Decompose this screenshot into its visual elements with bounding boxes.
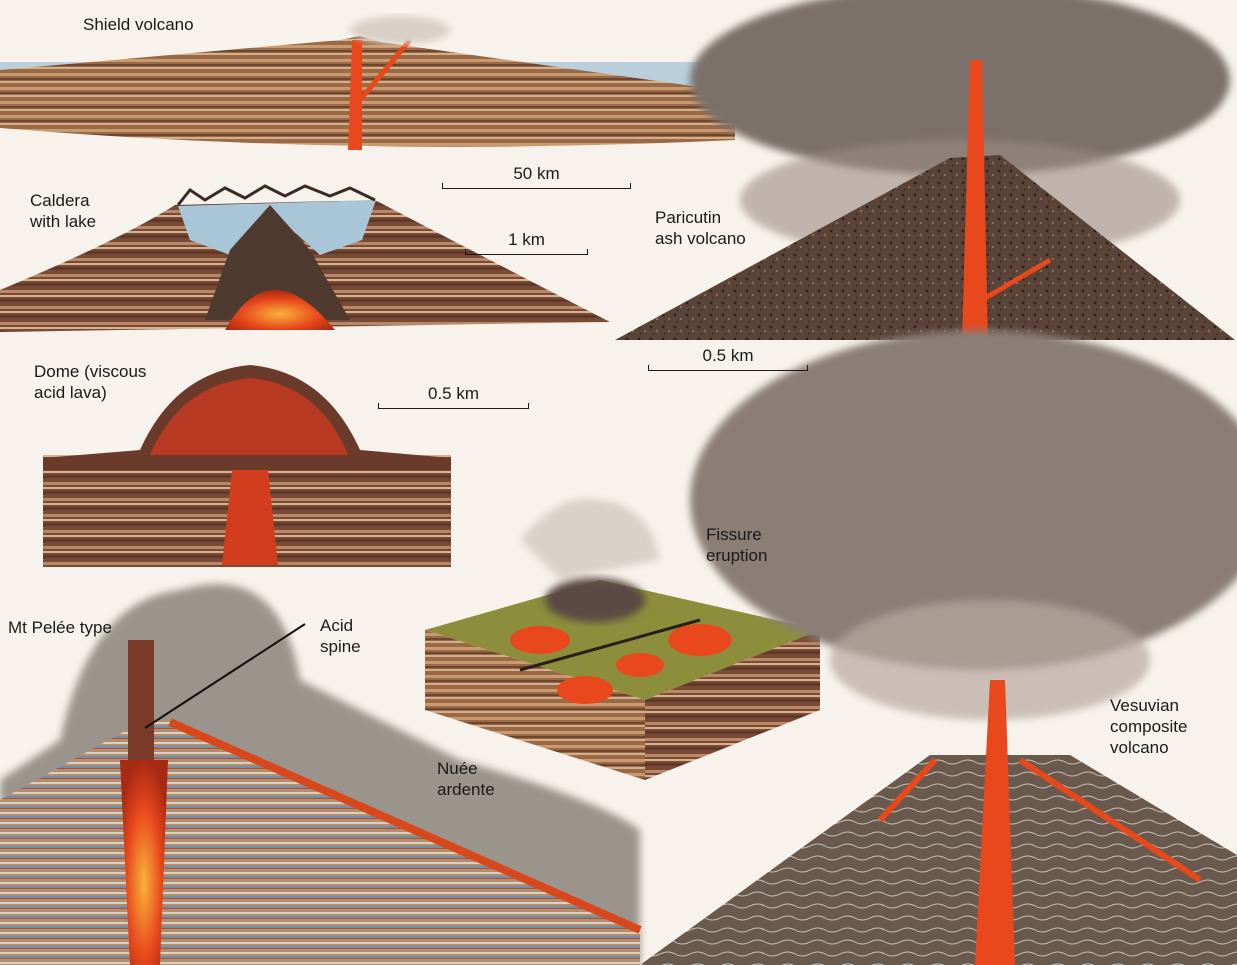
shield-volcano <box>0 16 735 150</box>
label-shield-volcano: Shield volcano <box>83 15 194 34</box>
scale-line-dome <box>378 403 529 409</box>
scale-bar-shield: 50 km <box>442 165 631 189</box>
label-caldera: Caldera with lake <box>30 191 97 231</box>
scale-bar-dome: 0.5 km <box>378 385 529 409</box>
label-nuee-ardente: Nuée ardente <box>437 759 495 799</box>
label-paricutin: Paricutin ash volcano <box>655 208 746 248</box>
mt-pelee-volcano <box>0 584 642 965</box>
scale-bar-caldera: 1 km <box>465 231 588 255</box>
fissure-eruption <box>425 498 820 780</box>
scale-text-dome: 0.5 km <box>427 384 480 403</box>
paricutin-volcano <box>615 0 1235 340</box>
dome-volcano <box>43 365 451 567</box>
scale-line-caldera <box>465 249 588 255</box>
scale-text-paricutin: 0.5 km <box>702 346 754 365</box>
scale-bar-paricutin: 0.5 km <box>648 347 808 371</box>
scale-line-shield <box>442 183 631 189</box>
label-vesuvian: Vesuvian composite volcano <box>1110 696 1188 757</box>
label-fissure-eruption: Fissure eruption <box>706 525 768 565</box>
label-dome: Dome (viscous acid lava) <box>34 362 147 402</box>
scale-text-caldera: 1 km <box>508 230 545 249</box>
scale-line-paricutin <box>648 365 808 371</box>
scale-text-shield: 50 km <box>513 164 560 183</box>
label-mt-pelee: Mt Pelée type <box>8 618 112 637</box>
vesuvian-volcano <box>640 330 1237 965</box>
label-acid-spine: Acid spine <box>320 616 361 656</box>
caldera-volcano <box>0 184 610 332</box>
